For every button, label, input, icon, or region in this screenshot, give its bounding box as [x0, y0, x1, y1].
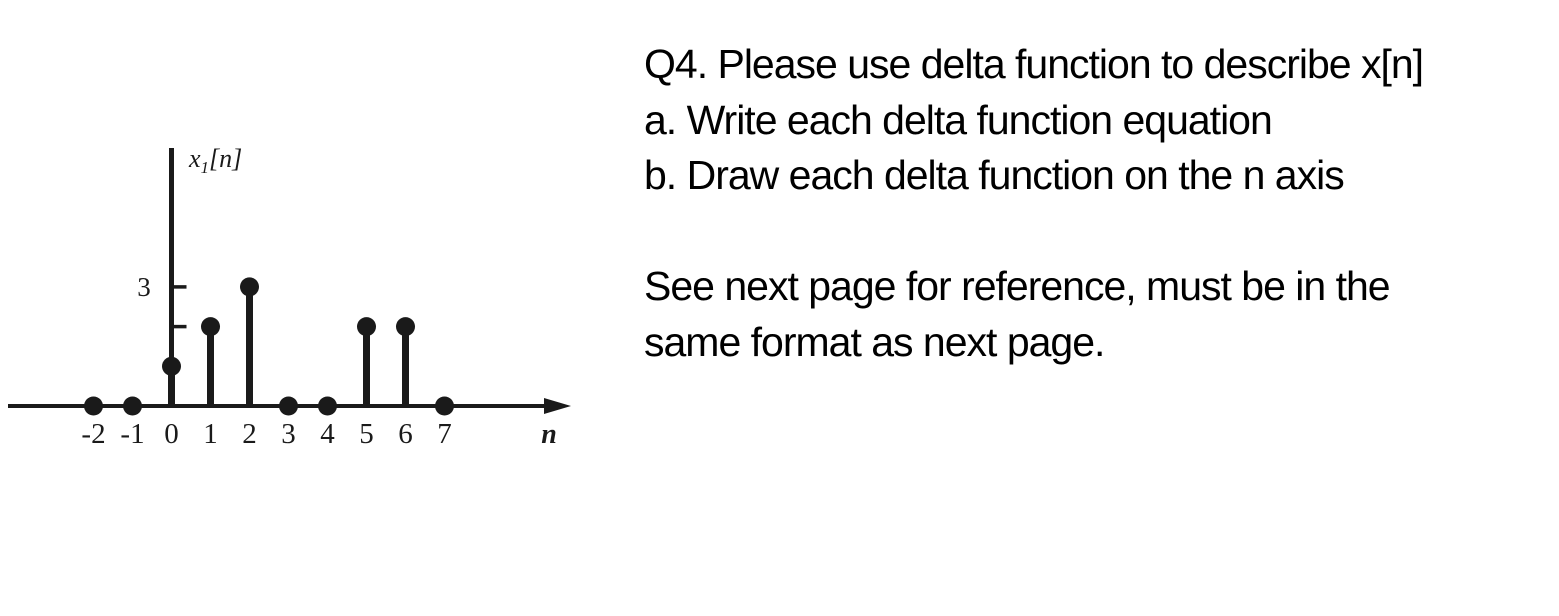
x-tick-label: 7	[437, 418, 452, 450]
y-axis-label: x1[n]	[188, 144, 242, 177]
question-line: Q4. Please use delta function to describ…	[644, 41, 1424, 87]
y-tick-label: 3	[137, 272, 151, 302]
question-text: Q4. Please use delta function to describ…	[644, 37, 1559, 370]
x-tick-label: 0	[164, 418, 179, 450]
data-point-dot	[201, 317, 220, 337]
data-point-dot	[357, 317, 376, 337]
x-axis-label: n	[541, 419, 557, 450]
data-point-dot	[162, 356, 181, 376]
question-line: See next page for reference, must be in …	[644, 263, 1391, 309]
data-point-dot	[435, 396, 454, 416]
x-tick-label: 3	[281, 418, 296, 450]
question-line: same format as next page.	[644, 318, 1105, 365]
data-point-dot	[240, 277, 259, 297]
x-tick-label: -2	[81, 418, 105, 450]
data-point-dot	[318, 396, 337, 416]
data-point-dot	[84, 396, 103, 416]
question-line: b. Draw each delta function on the n axi…	[644, 152, 1345, 198]
data-point-dot	[123, 396, 142, 416]
data-point-dot	[396, 317, 415, 337]
question-line-spacer	[644, 204, 1559, 260]
x-axis-arrowhead-icon	[544, 398, 571, 414]
x-tick-label: 5	[359, 418, 374, 450]
x-tick-label: 4	[320, 418, 335, 450]
question-line: a. Write each delta function equation	[644, 96, 1273, 143]
x-tick-label: 1	[203, 418, 218, 450]
data-point-dot	[279, 396, 298, 416]
x-tick-label: -1	[120, 418, 144, 450]
x-tick-label: 6	[398, 418, 413, 450]
x-tick-label: 2	[242, 418, 257, 450]
